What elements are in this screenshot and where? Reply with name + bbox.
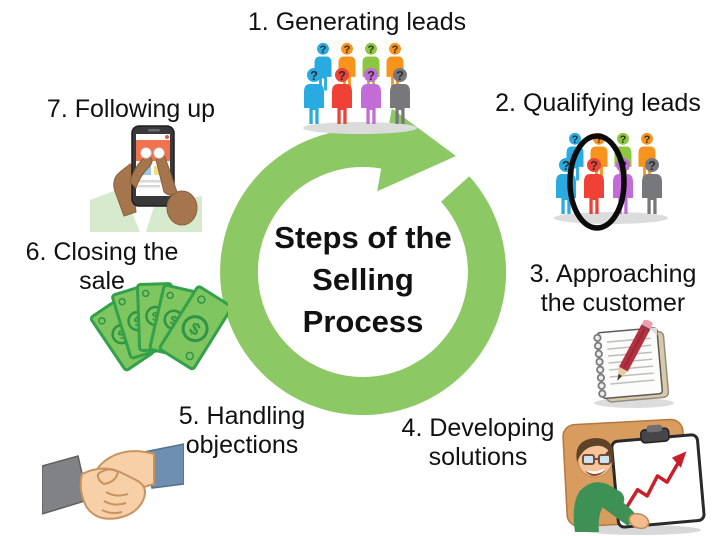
man-smile [585,469,607,477]
screen-text-line1 [138,180,167,183]
hands-texting-phone-icon [90,125,202,232]
svg-text:?: ? [344,44,351,56]
crowd-back-row: ? ? ? ? [566,132,656,181]
svg-text:?: ? [620,134,627,146]
right-finger-tip [153,147,165,159]
handshake-icon [42,443,184,520]
growth-line [625,459,682,509]
step-5-label: 5. Handling objections [178,402,306,459]
bill-5: $ [158,285,228,371]
step-6-label: 6. Closing the sale [25,238,179,295]
step-3-label: 3. Approaching the customer [529,260,697,317]
step-2-label: 2. Qualifying leads [495,89,701,117]
spiral-notepad-pen-icon [593,320,674,408]
center-title: Steps of the Selling Process [274,217,451,343]
presenter-growth-chart-icon [562,418,706,535]
svg-text:?: ? [320,44,327,56]
man-arm [601,494,637,526]
svg-text:?: ? [310,68,318,83]
man-hand [628,512,650,530]
svg-text:?: ? [396,68,404,83]
phone-speaker [148,129,160,132]
crowd-circled-lead-icon: ? ? ? ? ? ? ? ? [554,132,668,231]
center-title-line2: Selling [312,262,414,297]
crowd-back-row: ? ? ? ? [314,42,404,91]
svg-text:?: ? [648,158,656,173]
svg-text:?: ? [338,68,346,83]
crowd-question-marks-icon: ? ? ? ? ? ? ? ? [303,42,417,134]
man-glasses [582,454,611,465]
center-title-line3: Process [302,304,424,339]
svg-text:?: ? [590,158,598,173]
svg-text:?: ? [392,44,399,56]
red-pencil [617,320,653,381]
center-title-line1: Steps of the [274,220,452,255]
finger-lines [101,491,129,515]
man-hair [576,438,614,462]
spiral-rings [593,333,607,398]
notification-dot [165,135,169,139]
step-1-label: 1. Generating leads [247,8,467,36]
svg-text:?: ? [572,134,579,146]
svg-text:?: ? [644,134,651,146]
left-sleeve [90,188,140,232]
svg-text:?: ? [367,68,375,83]
svg-text:$: $ [168,312,179,328]
crowd-front-row: ? ? ? ? [304,68,410,124]
screen-text-line2 [138,185,160,188]
svg-text:?: ? [562,158,570,173]
man-torso [573,482,625,532]
fanned-dollar-bills-icon: $ $ $ $ $ [89,282,228,372]
right-fist [166,190,198,226]
board-clip-handle [646,424,663,433]
step-7-label: 7. Following up [46,95,216,123]
left-thumb [129,155,153,189]
thumb [96,468,120,486]
page-fold [648,327,658,336]
flipchart-board [610,424,706,529]
qualify-circle-outline [567,133,627,231]
growth-arrowhead [671,451,687,468]
man-teeth [587,469,605,474]
svg-text:?: ? [596,134,603,146]
svg-text:?: ? [368,44,375,56]
step-4-label: 4. Developing solutions [401,414,555,471]
presenter-shadow [581,525,701,535]
crowd-shadow [303,122,417,134]
cycle-arrow-shape [220,108,507,416]
presenter-man [573,438,650,532]
left-thumb-tip [140,147,152,159]
